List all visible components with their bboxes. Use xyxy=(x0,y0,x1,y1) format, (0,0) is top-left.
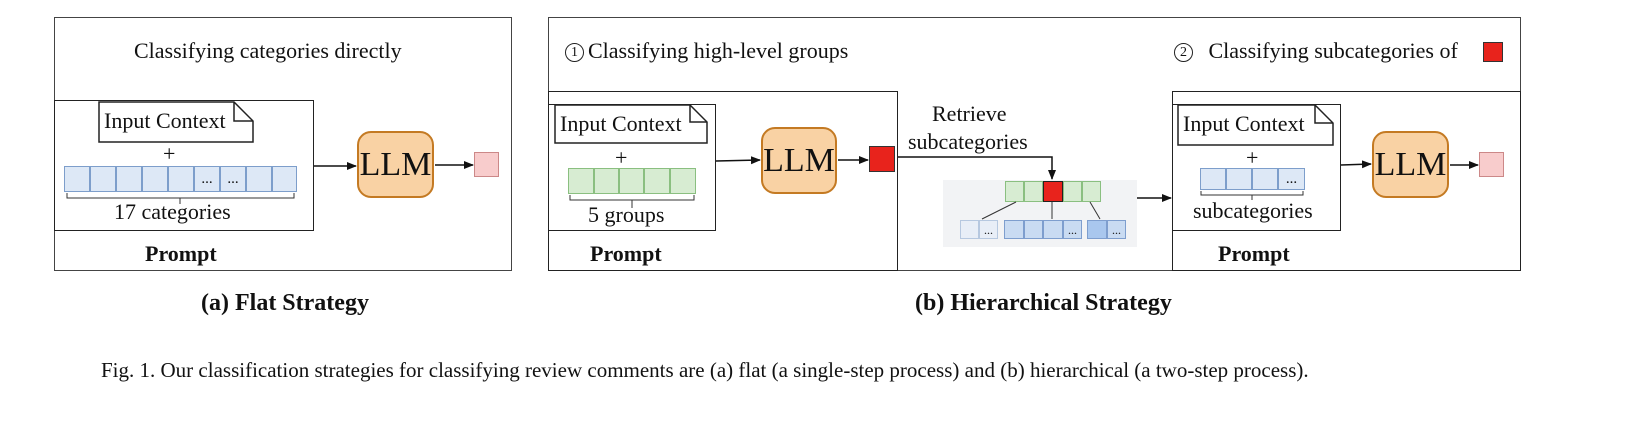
step2-group-marker xyxy=(1483,42,1503,62)
group-cell xyxy=(594,168,619,194)
step1-prompt-to-llm-arrow xyxy=(715,156,761,165)
subcategory-cell xyxy=(1252,168,1278,190)
step1-prompt-label: Prompt xyxy=(590,241,662,266)
tree-subcategory-cell xyxy=(960,220,979,239)
flat-plus-sign: + xyxy=(163,141,176,166)
subcategory-cell xyxy=(1200,168,1226,190)
step2-llm-block: LLM xyxy=(1372,131,1449,198)
step1-group-cells xyxy=(568,168,696,194)
flat-input-context-label: Input Context xyxy=(104,108,226,133)
tree-subcategory-cell xyxy=(1024,220,1043,239)
step1-selected-group xyxy=(869,146,895,172)
document-icon xyxy=(1177,104,1334,146)
retrieve-arrow xyxy=(898,156,1056,180)
category-cell-ellipsis: ... xyxy=(220,166,246,192)
tree-selected-group-cell xyxy=(1043,181,1063,202)
retrieve-label-line2: subcategories xyxy=(908,129,1028,154)
document-icon xyxy=(98,101,254,143)
group-cell xyxy=(619,168,644,194)
subcategory-cell-ellipsis: ... xyxy=(1278,168,1305,190)
tree-subcategory-cell-ellipsis: ... xyxy=(1063,220,1082,239)
flat-categories-count: 17 categories xyxy=(114,199,231,224)
tree-subcategory-cells-left: ... xyxy=(960,220,998,239)
retrieve-label-line1: Retrieve xyxy=(932,101,1007,126)
category-cell-ellipsis: ... xyxy=(194,166,220,192)
flat-categories-bracket xyxy=(66,193,295,204)
hierarchical-strategy-caption: (b) Hierarchical Strategy xyxy=(915,290,1172,316)
step1-title-text: Classifying high-level groups xyxy=(588,38,849,63)
figure-caption: Fig. 1. Our classification strategies fo… xyxy=(101,358,1309,382)
tree-group-cell xyxy=(1005,181,1024,202)
step1-groups-count: 5 groups xyxy=(588,202,665,227)
tree-edge xyxy=(981,201,1017,220)
tree-subcategory-cell xyxy=(1043,220,1063,239)
group-cell xyxy=(644,168,670,194)
flat-category-cells: ... ... xyxy=(64,166,297,192)
group-cell xyxy=(670,168,696,194)
document-icon xyxy=(554,104,708,144)
category-cell xyxy=(272,166,297,192)
tree-subcategory-cell-ellipsis: ... xyxy=(979,220,998,239)
tree-subcategory-cells-right: ... xyxy=(1087,220,1126,239)
flat-result-square xyxy=(474,152,499,177)
tree-group-cell xyxy=(1082,181,1101,202)
step1-circled-number: 1 xyxy=(565,43,584,62)
category-cell xyxy=(142,166,168,192)
flat-input-context-doc: Input Context xyxy=(98,101,254,143)
step1-groups-bracket xyxy=(569,195,695,208)
category-cell xyxy=(116,166,142,192)
category-cell xyxy=(246,166,272,192)
subcategory-cell xyxy=(1226,168,1252,190)
step2-plus-sign: + xyxy=(1246,145,1259,170)
step2-input-context-label: Input Context xyxy=(1183,111,1305,136)
flat-title: Classifying categories directly xyxy=(134,38,402,63)
step2-subcategory-cells: ... xyxy=(1200,168,1305,190)
step2-input-context-doc: Input Context xyxy=(1177,104,1334,146)
step2-subcategories-bracket xyxy=(1200,191,1304,200)
step2-result-square xyxy=(1479,152,1504,177)
step2-title-text: Classifying subcategories of xyxy=(1208,38,1458,63)
step1-input-context-doc: Input Context xyxy=(554,104,708,144)
step2-subcategories-label: subcategories xyxy=(1193,198,1313,223)
step1-input-context-label: Input Context xyxy=(560,111,682,136)
step1-llm-block: LLM xyxy=(761,127,837,194)
step2-prompt-label: Prompt xyxy=(1218,241,1290,266)
flat-llm-block: LLM xyxy=(357,131,434,198)
category-cell xyxy=(168,166,194,192)
category-cell xyxy=(90,166,116,192)
tree-group-cell xyxy=(1024,181,1043,202)
tree-subcategory-cell xyxy=(1087,220,1107,239)
group-cell xyxy=(568,168,594,194)
tree-group-cell xyxy=(1063,181,1082,202)
tree-edge xyxy=(1089,201,1101,220)
step1-plus-sign: + xyxy=(615,145,628,170)
step2-prompt-to-llm-arrow xyxy=(1340,160,1372,169)
tree-subcategory-cell xyxy=(1004,220,1024,239)
category-cell xyxy=(64,166,90,192)
tree-subcategory-cell-ellipsis: ... xyxy=(1107,220,1126,239)
step2-circled-number: 2 xyxy=(1174,43,1193,62)
flat-prompt-label: Prompt xyxy=(145,241,217,266)
tree-group-cells xyxy=(1005,181,1101,202)
flat-strategy-caption: (a) Flat Strategy xyxy=(201,290,369,316)
step2-title: 2 Classifying subcategories of xyxy=(1174,38,1458,64)
tree-subcategory-cells-middle: ... xyxy=(1004,220,1082,239)
